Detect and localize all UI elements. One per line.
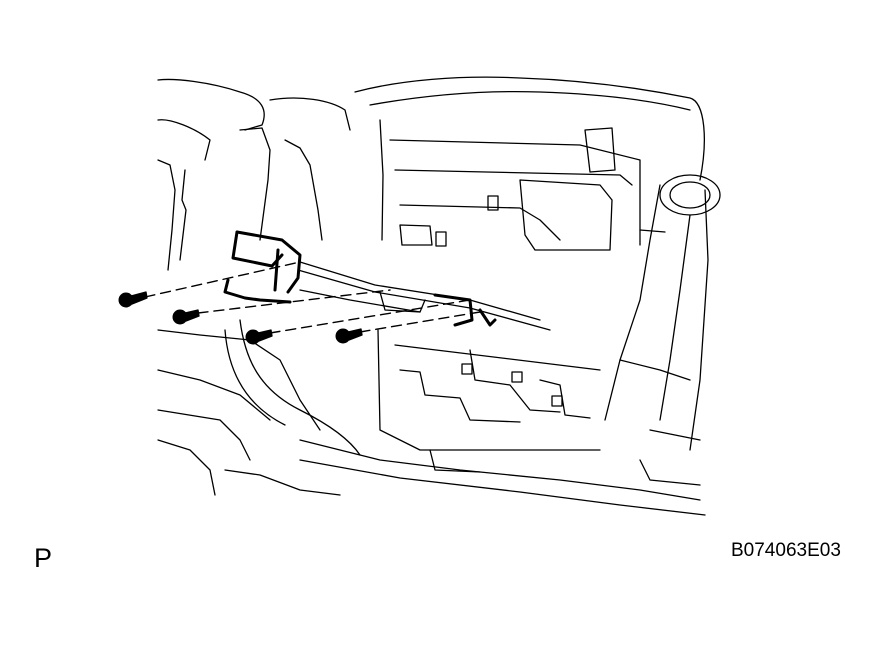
alignment-lines (144, 261, 481, 334)
figure-id: B074063E03 (731, 540, 841, 561)
bolt-1 (118, 291, 148, 308)
view-label: P (34, 543, 53, 573)
bolt-3 (245, 329, 273, 345)
dashboard-outline (157, 76, 721, 516)
bolt-4 (335, 328, 363, 344)
bolt-2 (172, 309, 200, 325)
bracket-assembly (223, 230, 551, 331)
